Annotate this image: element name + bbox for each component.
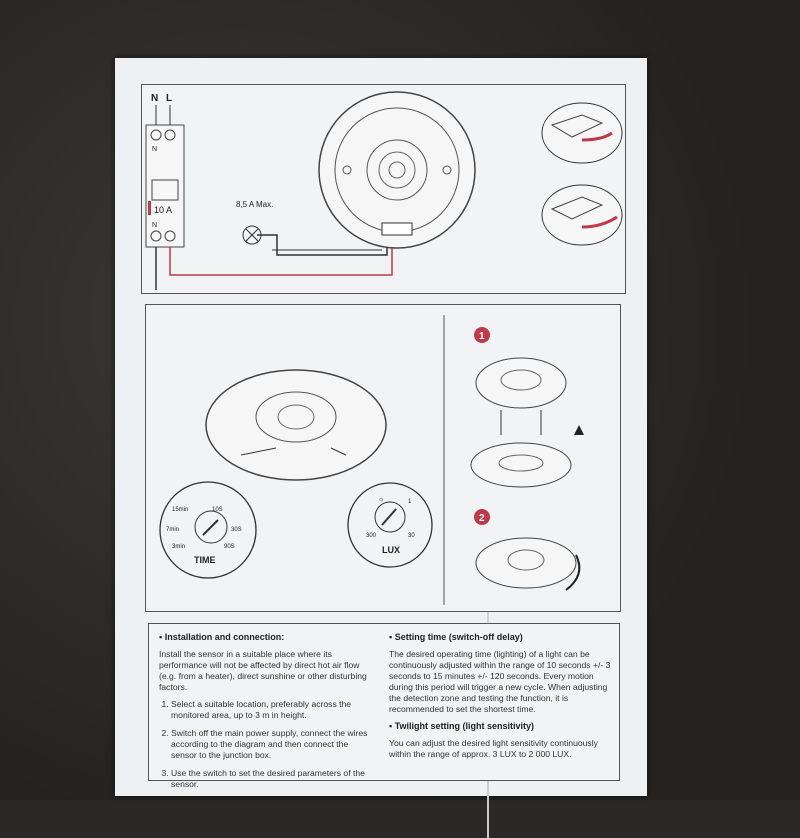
time-tick-15min: 15min: [172, 507, 188, 513]
installation-intro: Install the sensor in a suitable place w…: [159, 649, 367, 692]
adjustment-diagram: 15min 10S 7min 30S 3min 90S TIME ☼ 1 300…: [159, 315, 584, 605]
time-dial-callout: 15min 10S 7min 30S 3min 90S TIME: [159, 481, 257, 579]
lux-tick-30: 30: [408, 533, 415, 539]
arrow-up-icon: [574, 425, 584, 435]
breaker-rating: 10 A: [154, 205, 172, 215]
connector-detail-1: [541, 102, 623, 164]
mounting-step-1: [470, 357, 584, 488]
time-label: TIME: [194, 555, 216, 565]
twilight-heading: Twilight setting (light sensitivity): [394, 721, 535, 731]
connector-detail-2: [541, 184, 623, 246]
step-2-number: 2: [479, 513, 485, 524]
rotate-arrow-icon: [565, 554, 581, 591]
screw-icon: [164, 129, 176, 141]
mounting-step-2: [475, 537, 581, 591]
lux-tick-1: 1: [408, 499, 412, 505]
screw-icon: [150, 129, 162, 141]
time-tick-90s: 90S: [224, 544, 235, 550]
adjustment-panel: 15min 10S 7min 30S 3min 90S TIME ☼ 1 300…: [145, 304, 621, 612]
installation-section: ▪ Installation and connection: Install t…: [159, 632, 369, 797]
sensor-perspective: [205, 369, 387, 481]
installation-step: Use the switch to set the desired parame…: [171, 768, 369, 790]
lux-label: LUX: [382, 545, 400, 555]
l-label: L: [166, 93, 172, 104]
breaker-n-top: N: [152, 146, 157, 153]
time-tick-7min: 7min: [166, 527, 179, 533]
time-setting-body: The desired operating time (lighting) of…: [389, 649, 611, 714]
instruction-sheet: N L N 10 A N 8,5 A Max.: [115, 58, 647, 838]
settings-section: ▪ Setting time (switch-off delay) The de…: [389, 632, 611, 759]
step-1-number: 1: [479, 331, 485, 342]
wiring-diagram-panel: N L N 10 A N 8,5 A Max.: [141, 84, 626, 294]
lamp-icon: [242, 225, 262, 245]
time-setting-heading: Setting time (switch-off delay): [394, 632, 523, 642]
twilight-body: You can adjust the desired light sensiti…: [389, 738, 598, 759]
lamp-max-label: 8,5 A Max.: [236, 200, 273, 209]
step-1-badge: 1: [474, 327, 490, 343]
installation-step: Select a suitable location, preferably a…: [171, 699, 369, 721]
step-2-badge: 2: [474, 509, 490, 525]
time-tick-3min: 3min: [172, 544, 185, 550]
breaker-n-bottom: N: [152, 222, 157, 229]
lux-dial-callout: ☼ 1 300 30 LUX: [347, 482, 433, 568]
instructions-text-panel: ▪ Installation and connection: Install t…: [148, 623, 620, 789]
sun-icon: ☼: [378, 496, 384, 503]
installation-step: Switch off the main power supply, connec…: [171, 728, 369, 761]
lux-tick-300: 300: [366, 533, 377, 539]
time-tick-30s: 30S: [231, 527, 242, 533]
sensor-top-view: [318, 91, 476, 249]
time-tick-10s: 10S: [212, 507, 223, 513]
n-label: N: [151, 93, 158, 104]
installation-heading: Installation and connection:: [164, 632, 285, 642]
wiring-diagram: N L N 10 A N 8,5 A Max.: [145, 91, 623, 290]
